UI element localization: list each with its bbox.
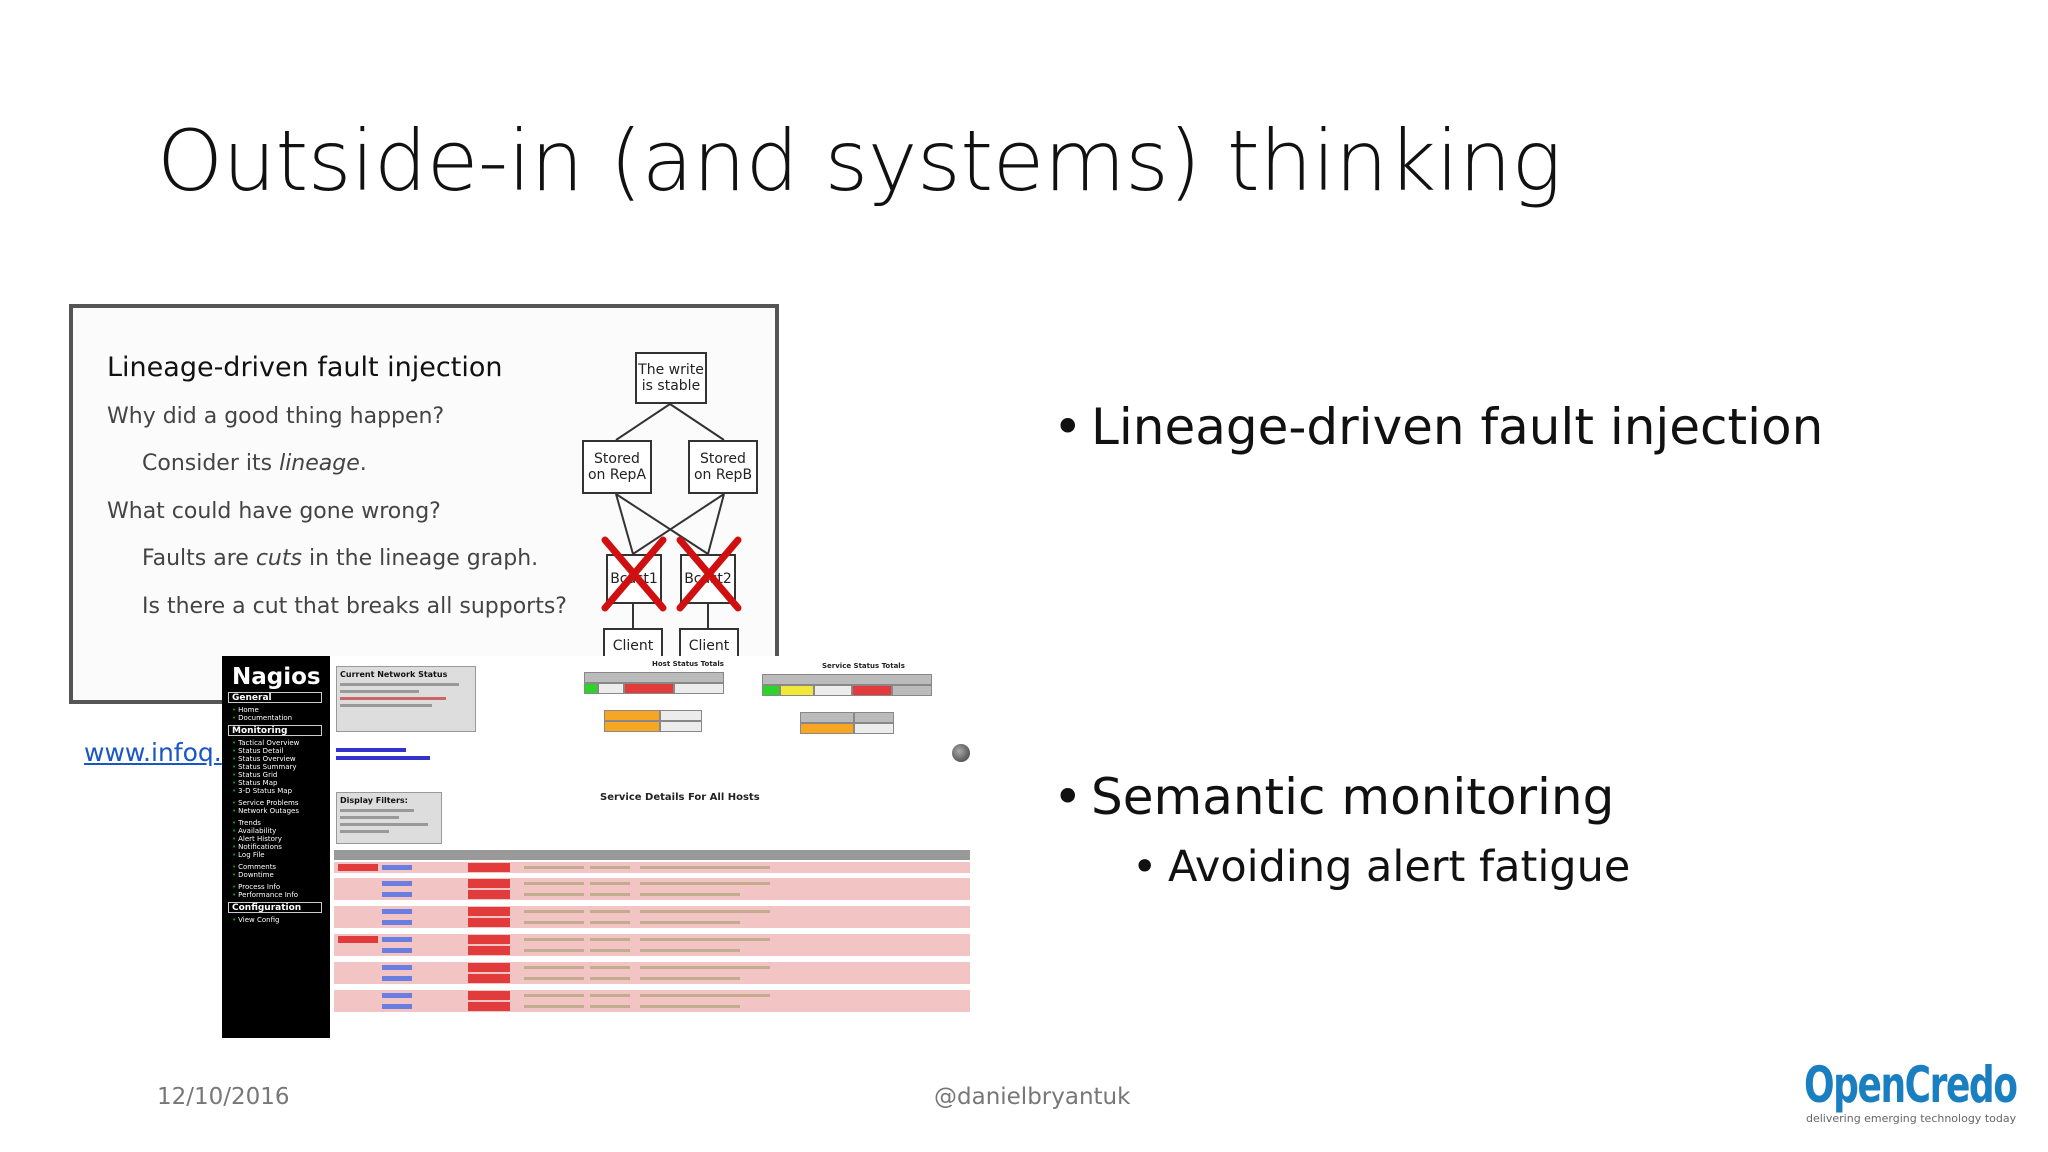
inset-answer-2: Faults are cuts in the lineage graph. [142,546,539,571]
nagios-nav-item[interactable]: Downtime [232,871,274,879]
nagios-section-general: General [228,692,322,703]
nagios-nav-item[interactable]: 3-D Status Map [232,787,292,795]
logo-wordmark: OpenCredo [1804,1056,2018,1114]
nagios-nav-item[interactable]: Tactical Overview [232,739,299,747]
inset-answer-1: Consider its lineage. [142,451,367,476]
service-warning-cell [780,685,814,696]
nagios-nav-item[interactable]: View Config [232,916,279,924]
nagios-sidebar: Nagios General Home Documentation Monito… [222,656,330,1038]
nagios-nav-item[interactable]: Comments [232,863,276,871]
graph-node-root: The write is stable [635,352,707,404]
lineage-slide-image: Lineage-driven fault injection Why did a… [69,304,779,704]
footer-date: 12/10/2016 [157,1084,290,1110]
nagios-service-totals-title: Service Status Totals [822,662,905,670]
service-cell [892,685,932,696]
host-cell [660,710,702,721]
lineage-graph-edges [615,403,725,628]
nagios-nav-item[interactable]: Status Summary [232,763,296,771]
host-problems-cell [604,710,660,721]
bullet-fault-injection: Lineage-driven fault injection [1053,398,1823,456]
table-row[interactable] [334,878,970,889]
table-row[interactable] [334,934,970,945]
host-totals-header [584,672,724,683]
service-cell [814,685,852,696]
service-cell [854,712,894,723]
nagios-nav-item[interactable]: Status Map [232,779,277,787]
slide-title: Outside-in (and systems) thinking [157,112,1562,210]
service-ok-cell [762,685,780,696]
footer-handle: @danielbryantuk [934,1084,1131,1110]
table-row[interactable] [334,945,970,956]
nagios-nav-item[interactable]: Log File [232,851,264,859]
inset-question-1: Why did a good thing happen? [107,404,445,429]
nagios-nav-item[interactable]: Network Outages [232,807,299,815]
service-cell [854,723,894,734]
nagios-link[interactable] [336,756,430,760]
service-totals-header [762,674,932,685]
table-row[interactable] [334,889,970,900]
host-down-cell [624,683,674,694]
sub-bullet-alert-fatigue: Avoiding alert fatigue [1132,842,1630,892]
service-problems-cell [800,723,854,734]
globe-icon [952,744,970,762]
nagios-nav-item[interactable]: Performance Info [232,891,298,899]
nagios-logo: Nagios [232,664,321,690]
host-cell [674,683,724,694]
nagios-nav-item[interactable]: Alert History [232,835,282,843]
service-critical-cell [852,685,892,696]
nagios-host-totals-title: Host Status Totals [652,660,724,668]
nagios-nav-item[interactable]: Availability [232,827,276,835]
table-row[interactable] [334,990,970,1001]
host-up-cell [584,683,598,694]
table-row[interactable] [334,862,970,873]
nagios-nav-item[interactable]: Trends [232,819,261,827]
table-row[interactable] [334,906,970,917]
nagios-nav-item[interactable]: Status Grid [232,771,277,779]
nagios-screenshot: Nagios General Home Documentation Monito… [222,656,972,1038]
nagios-section-monitoring: Monitoring [228,725,322,736]
nagios-nav-item[interactable]: Notifications [232,843,282,851]
nagios-link[interactable] [336,748,406,752]
graph-node-repa: Stored on RepA [582,440,652,494]
opencredo-logo: OpenCredo delivering emerging technology… [1804,1058,2048,1125]
nagios-nav-item[interactable]: Process Info [232,883,280,891]
nagios-network-status: Current Network Status [336,666,476,732]
host-cell [598,683,624,694]
graph-node-repb: Stored on RepB [688,440,758,494]
nagios-nav-item[interactable]: Status Overview [232,755,296,763]
nagios-nav-item[interactable]: Home [232,706,259,714]
nagios-section-configuration: Configuration [228,902,322,913]
inset-title: Lineage-driven fault injection [107,352,503,383]
host-problems-cell [604,721,660,732]
service-cell [800,712,854,723]
inset-answer-3: Is there a cut that breaks all supports? [142,594,567,619]
cut-x-icons [601,536,742,612]
nagios-nav-item[interactable]: Service Problems [232,799,298,807]
table-row[interactable] [334,962,970,973]
nagios-nav-item[interactable]: Documentation [232,714,292,722]
host-cell [660,721,702,732]
nagios-display-filters: Display Filters: [336,792,442,844]
nagios-service-details-title: Service Details For All Hosts [600,792,760,803]
logo-tagline: delivering emerging technology today [1806,1112,2017,1125]
table-row[interactable] [334,917,970,928]
nagios-nav-item[interactable]: Status Detail [232,747,283,755]
table-row[interactable] [334,973,970,984]
source-link[interactable]: www.infoq. [84,738,222,767]
inset-question-2: What could have gone wrong? [107,499,441,524]
table-header [334,850,970,860]
bullet-semantic-monitoring: Semantic monitoring [1053,768,1614,826]
cut-x-icon [601,536,742,612]
table-row[interactable] [334,1001,970,1012]
